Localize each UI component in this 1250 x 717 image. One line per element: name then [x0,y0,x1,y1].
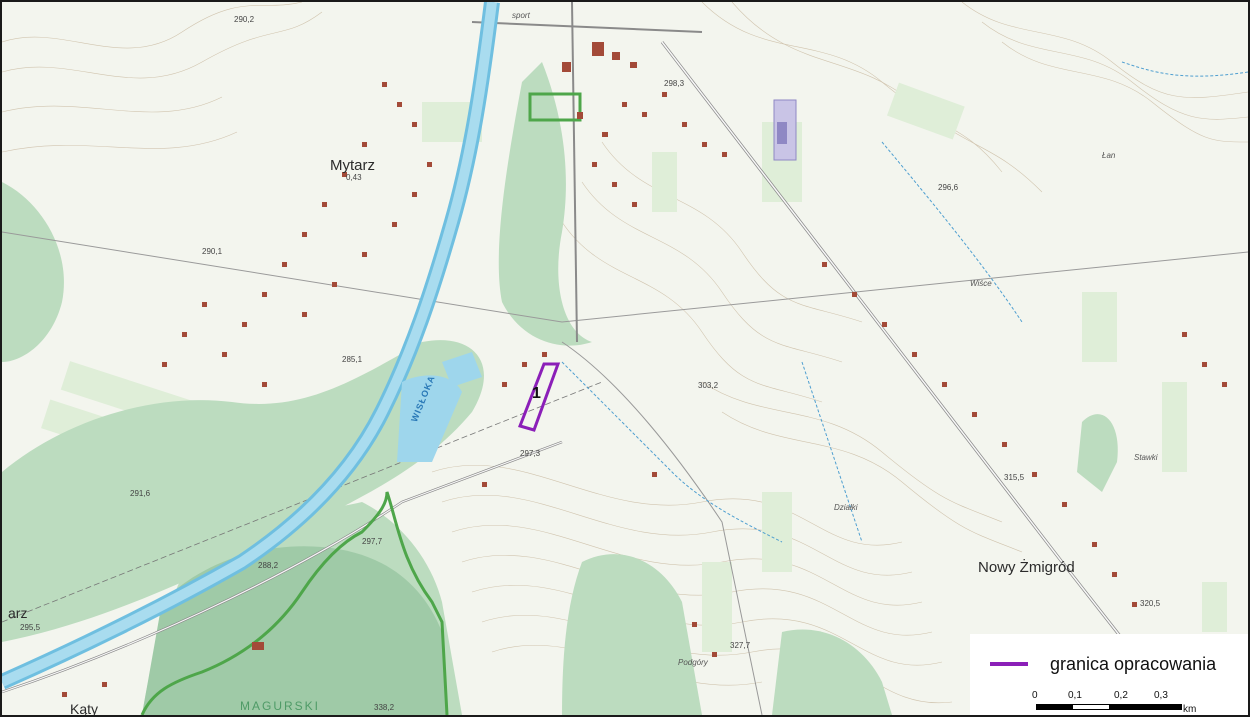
dense-forest [142,546,447,715]
scale-unit: km [1183,704,1197,715]
elevation-label: 315,5 [1004,473,1025,482]
elevation-label: 297,7 [362,537,383,546]
scale-bar [1036,704,1182,710]
elevation-label: 295,5 [20,623,41,632]
label-wisce: Wiśce [970,279,992,288]
elevation-label: 320,5 [1140,599,1161,608]
forest-label: MAGURSKI [240,699,321,713]
river-wisloka [2,2,500,690]
scale-tick-0: 0 [1032,690,1038,701]
scale-tick-3: 0,3 [1154,690,1168,701]
boundary-swatch [990,662,1028,666]
place-arz: arz [8,605,28,621]
elevation-label: 291,6 [130,489,151,498]
elevation-label: 290,2 [234,15,255,24]
place-katy: Kąty [70,701,99,717]
buildings [62,42,1227,697]
streams [561,61,1248,543]
elevation-label: 285,1 [342,355,363,364]
place-nowy-zmigrod: Nowy Żmigród [978,559,1075,576]
elevation-label: 338,2 [374,703,395,712]
place-podgory: Podgóry [678,658,708,667]
elevation-label: 296,6 [938,183,959,192]
place-mytarz: Mytarz [330,157,375,174]
scale-tick-2: 0,2 [1114,690,1128,701]
elevation-label: 327,7 [730,641,751,650]
label-sport: sport [512,11,530,20]
label-dzialki: Działki [834,503,858,512]
park-boundary [140,491,449,715]
contour-lines [2,2,1248,704]
elevation-label: 290,1 [202,247,223,256]
map-legend: granica opracowania 0 0,1 0,2 0,3 km [970,634,1248,715]
scale-tick-1: 0,1 [1068,690,1082,701]
label-stawki: Stawki [1134,453,1158,462]
elevation-label: 303,2 [698,381,719,390]
study-area-number: 1 [532,385,541,402]
study-area-boundary [518,362,561,432]
label-lan: Łan [1102,151,1116,160]
elevation-label: 288,2 [258,561,279,570]
legend-boundary-label: granica opracowania [1050,654,1217,674]
elevation-label: 298,3 [664,79,685,88]
elevation-label: 0,43 [346,173,362,182]
elevation-label: 297,3 [520,449,541,458]
